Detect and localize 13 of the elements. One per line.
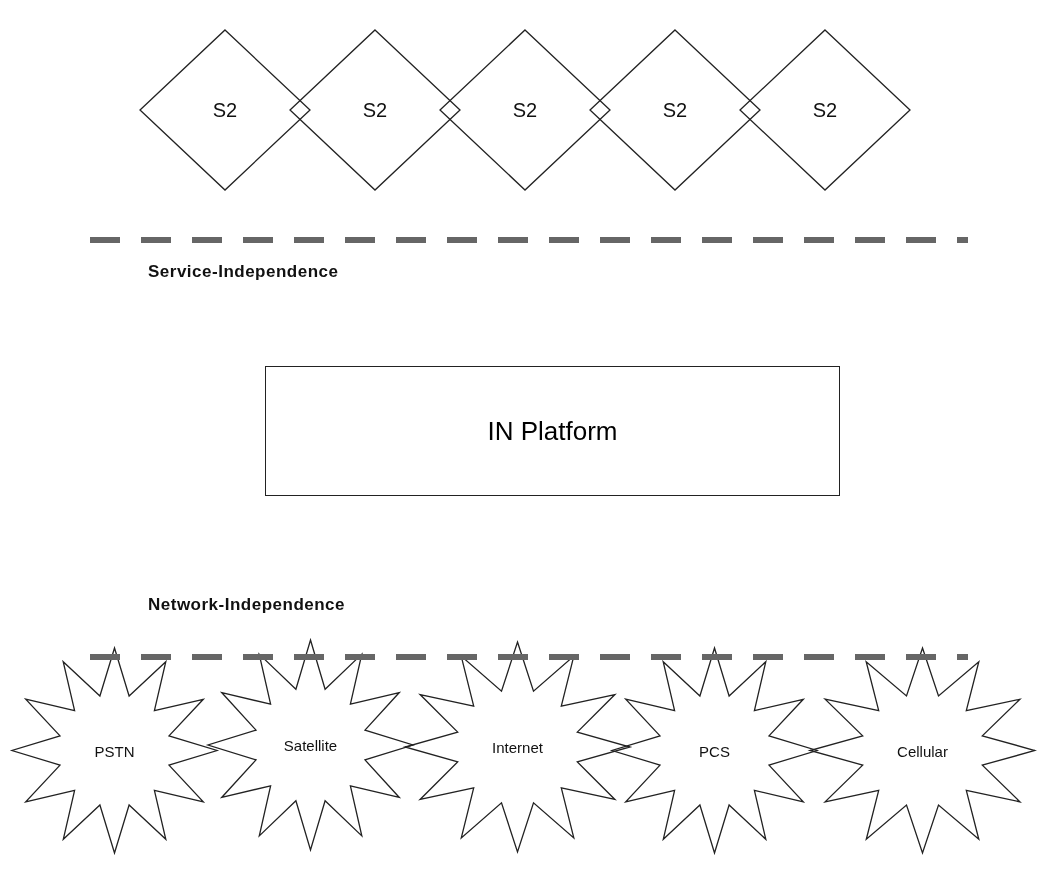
node-label: PCS — [699, 742, 730, 759]
node-label: S2 — [662, 98, 688, 122]
node-label: Internet — [492, 738, 543, 756]
node-label: PSTN — [94, 742, 135, 759]
platform-box: IN Platform — [265, 366, 840, 496]
node-label: Cellular — [897, 742, 948, 759]
node-label: S2 — [812, 98, 838, 122]
node-label: S2 — [512, 98, 538, 122]
section-label: Network-Independence — [148, 595, 346, 615]
node-label: S2 — [362, 98, 388, 122]
node-label: Satellite — [283, 736, 338, 754]
node-label: S2 — [212, 98, 238, 122]
section-label: Service-Independence — [148, 262, 339, 282]
